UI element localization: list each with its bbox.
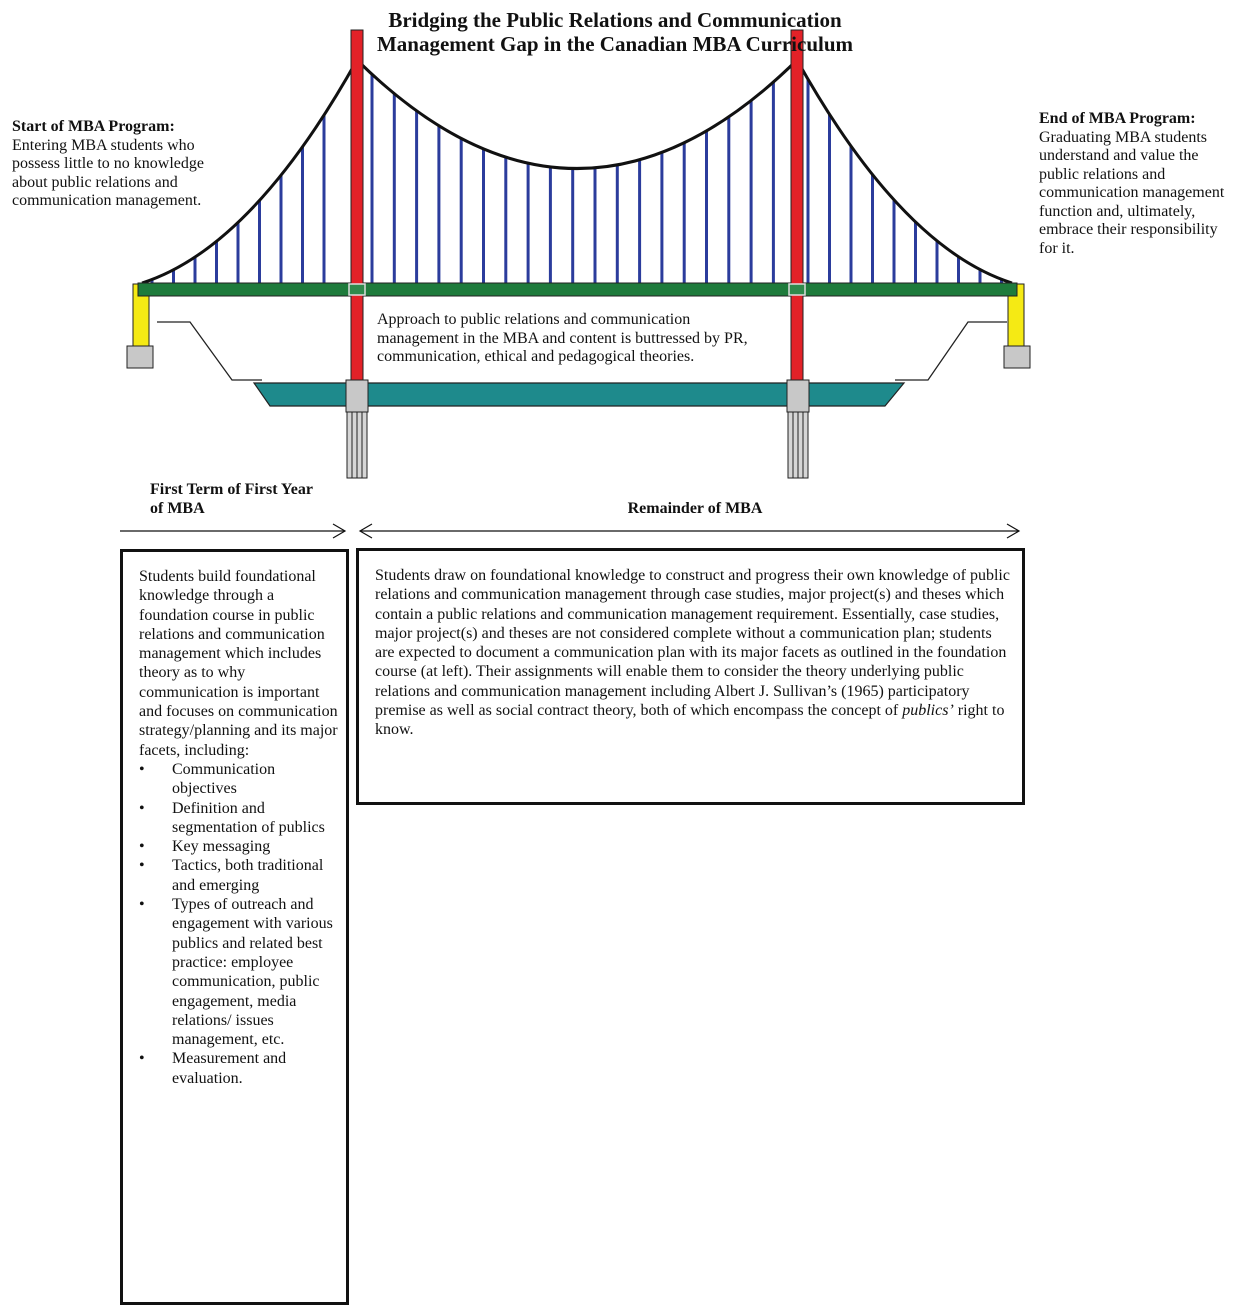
right-tower [790,29,804,385]
timeline-arrows [120,523,1021,539]
facet-text: Communication objectives [172,760,276,798]
bridge-illustration [126,29,1031,479]
first-term-label: First Term of First Year of MBA [150,481,313,517]
bullet-icon: • [139,838,145,856]
facet-item: • Measurement and evaluation. [139,1049,340,1088]
riverbed-line-right [895,321,1007,381]
right-pier [786,379,810,413]
right-pilings [787,411,809,479]
facet-text: Tactics, both traditional and emerging [172,857,324,894]
first-term-arrow [120,523,347,539]
facet-text: Definition and segmentation of publics [172,799,325,836]
first-term-intro: Students build foundational knowledge th… [139,568,338,759]
start-of-program: Start of MBA Program: Entering MBA stude… [12,118,217,211]
left-pier [345,379,369,413]
end-of-program: End of MBA Program: Graduating MBA stude… [1039,110,1231,258]
facet-text: Types of outreach and engagement with va… [172,896,333,1049]
remainder-text: Students draw on foundational knowledge … [375,567,1010,720]
bullet-icon: • [139,760,145,778]
facet-text: Key messaging [172,838,271,856]
main-cable [141,57,1013,285]
right-tower-deck-joint [788,283,806,296]
remainder-label: Remainder of MBA [627,500,763,517]
first-term-box: Students build foundational knowledge th… [120,549,349,1305]
diagram-title: Bridging the Public Relations and Commun… [376,8,854,56]
facet-item: • Types of outreach and engagement with v… [139,895,340,1049]
remainder-text-end: right to know. [375,702,1005,739]
bullet-icon: • [139,799,145,817]
bullet-icon: • [139,896,145,914]
remainder-box: Students draw on foundational knowledge … [356,548,1025,805]
bridge-deck [137,282,1018,297]
left-pilings [346,411,368,479]
start-heading: Start of MBA Program: [12,118,175,135]
facet-text: Measurement and evaluation. [172,1050,287,1087]
bullet-icon: • [139,1050,145,1068]
start-text: Entering MBA students who possess little… [12,136,204,210]
end-text: Graduating MBA students understand and v… [1039,128,1225,257]
right-abutment-base [1003,345,1031,369]
river-water [252,382,906,407]
facet-list: • Communication objectives • Definition and… [139,760,340,1088]
facet-item: • Key messaging [139,837,340,856]
left-tower-deck-joint [348,283,366,296]
facet-item: • Definition and segmentation of publics [139,799,340,838]
end-heading: End of MBA Program: [1039,110,1196,127]
suspender-cables [150,74,1003,284]
left-abutment-base [126,345,154,369]
facet-item: • Tactics, both traditional and emerging [139,856,340,895]
bullet-icon: • [139,857,145,875]
facet-item: • Communication objectives [139,760,340,799]
remainder-arrow [358,523,1021,539]
riverbed-line [157,321,262,381]
left-tower [350,29,364,385]
approach-note: Approach to public relations and communi… [377,311,748,365]
remainder-emphasis: publics’ [902,702,954,720]
